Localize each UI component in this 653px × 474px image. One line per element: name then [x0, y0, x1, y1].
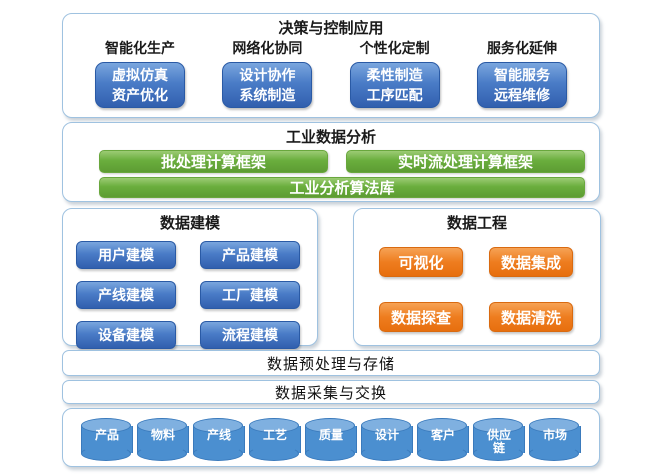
cylinder-label: 市场	[542, 428, 567, 442]
decision-columns: 智能化生产 虚拟仿真 资产优化 网络化协同 设计协作 系统制造 个性化定制 柔性…	[63, 38, 599, 108]
database-cylinder-material: 物料	[137, 418, 189, 461]
app-button-intelligent-service: 智能服务 远程维修	[476, 62, 567, 108]
database-cylinder-craft: 工艺	[249, 418, 301, 461]
database-cylinder-quality: 质量	[305, 418, 357, 461]
column-networked-collaboration: 网络化协同 设计协作 系统制造	[222, 38, 313, 108]
industrial-data-analysis-panel: 工业数据分析 批处理计算框架 实时流处理计算框架 工业分析算法库	[62, 122, 600, 202]
model-button-production-line: 产线建模	[76, 281, 176, 309]
model-button-factory: 工厂建模	[200, 281, 300, 309]
column-header: 个性化定制	[359, 40, 430, 56]
column-service-extension: 服务化延伸 智能服务 远程维修	[476, 38, 567, 108]
preprocessing-storage-label: 数据预处理与存储	[266, 356, 395, 373]
column-personalized-customization: 个性化定制 柔性制造 工序匹配	[349, 38, 440, 108]
column-header: 服务化延伸	[486, 40, 557, 56]
model-button-user: 用户建模	[76, 241, 176, 269]
preprocessing-storage-strip: 数据预处理与存储	[62, 350, 600, 376]
engineering-button-data-cleaning: 数据清洗	[489, 302, 573, 332]
column-header: 网络化协同	[232, 40, 303, 56]
app-button-virtual-simulation: 虚拟仿真 资产优化	[95, 62, 185, 108]
data-modeling-panel: 数据建模 用户建模 产品建模 产线建模 工厂建模 设备建模 流程建模	[62, 208, 318, 349]
decision-control-panel: 决策与控制应用 智能化生产 虚拟仿真 资产优化 网络化协同 设计协作 系统制造 …	[62, 13, 600, 118]
database-cylinder-product: 产品	[81, 418, 133, 461]
database-cylinder-customer: 客户	[417, 418, 469, 461]
stream-computing-framework-bar: 实时流处理计算框架	[346, 150, 585, 173]
cylinder-label: 工艺	[262, 428, 287, 442]
decision-panel-title: 决策与控制应用	[278, 20, 384, 37]
engineering-button-data-integration: 数据集成	[489, 247, 573, 277]
model-button-equipment: 设备建模	[76, 321, 176, 349]
model-button-product: 产品建模	[200, 241, 300, 269]
cylinder-label: 质量	[318, 428, 343, 442]
database-cylinder-production-line: 产线	[193, 418, 245, 461]
modeling-buttons: 用户建模 产品建模 产线建模 工厂建模 设备建模 流程建模	[76, 241, 300, 349]
data-engineering-panel: 数据工程 可视化 数据集成 数据探查 数据清洗	[353, 208, 601, 346]
column-header: 智能化生产	[105, 40, 175, 56]
modeling-panel-title: 数据建模	[159, 215, 220, 232]
cylinder-label: 产品	[94, 428, 119, 442]
database-cylinder-supply-chain: 供应链	[473, 418, 525, 461]
cylinder-label: 物料	[150, 428, 175, 442]
analysis-panel-title: 工业数据分析	[285, 129, 376, 146]
database-cylinder-market: 市场	[529, 418, 581, 461]
model-button-process: 流程建模	[200, 321, 300, 349]
batch-computing-framework-bar: 批处理计算框架	[99, 150, 328, 173]
app-button-flexible-manufacturing: 柔性制造 工序匹配	[349, 62, 440, 108]
database-cylinder-design: 设计	[361, 418, 413, 461]
engineering-panel-title: 数据工程	[446, 215, 507, 232]
data-sources-panel: 产品 物料 产线 工艺 质量 设计 客户 供应链 市场	[62, 408, 600, 467]
column-intelligent-production: 智能化生产 虚拟仿真 资产优化	[95, 38, 185, 108]
cylinder-label: 供应链	[486, 428, 511, 455]
engineering-button-data-exploration: 数据探查	[379, 302, 463, 332]
algorithm-library-bar: 工业分析算法库	[99, 177, 585, 198]
cylinder-label: 产线	[206, 428, 231, 442]
app-button-design-collaboration: 设计协作 系统制造	[222, 62, 313, 108]
cylinder-label: 设计	[374, 428, 399, 442]
collection-exchange-strip: 数据采集与交换	[62, 380, 600, 404]
engineering-button-visualization: 可视化	[379, 247, 463, 277]
engineering-buttons: 可视化 数据集成 数据探查 数据清洗	[379, 247, 573, 332]
cylinder-label: 客户	[430, 428, 455, 442]
collection-exchange-label: 数据采集与交换	[274, 385, 387, 402]
